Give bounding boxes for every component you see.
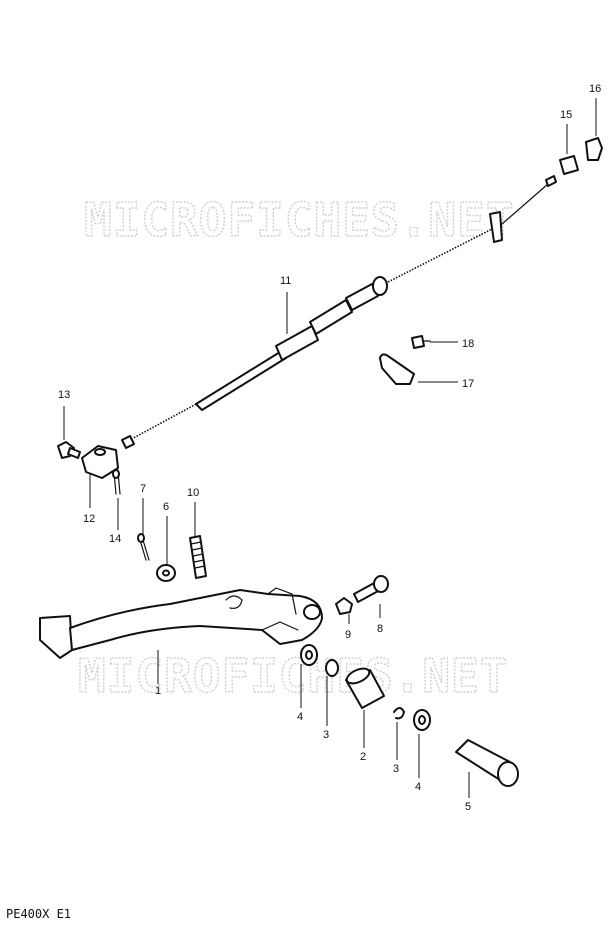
brake-pedal[interactable] bbox=[39, 587, 323, 659]
cable-joint-16[interactable] bbox=[585, 137, 603, 161]
callout-16: 16 bbox=[589, 83, 601, 95]
leader-lines bbox=[63, 98, 597, 798]
callout-4-left: 4 bbox=[297, 711, 303, 723]
brake-cable[interactable] bbox=[121, 175, 557, 449]
diagram-code: PE400X E1 bbox=[6, 907, 71, 921]
callout-7: 7 bbox=[140, 483, 146, 495]
collar-15[interactable] bbox=[559, 155, 579, 175]
callout-8: 8 bbox=[377, 623, 383, 635]
cable-end-block[interactable] bbox=[81, 445, 119, 479]
pivot-shaft-5[interactable] bbox=[455, 739, 519, 787]
washer-4-right[interactable] bbox=[413, 709, 431, 731]
callout-10: 10 bbox=[187, 487, 199, 499]
callouts: 11 13 12 14 7 6 10 1 8 9 4 3 2 3 4 5 15 … bbox=[58, 83, 601, 813]
callout-13: 13 bbox=[58, 389, 70, 401]
callout-14: 14 bbox=[109, 533, 121, 545]
cotter-pin-7[interactable] bbox=[137, 533, 150, 561]
callout-2: 2 bbox=[360, 751, 366, 763]
cotter-pin-14[interactable] bbox=[112, 469, 121, 495]
callout-3-left: 3 bbox=[323, 729, 329, 741]
bolt-8[interactable] bbox=[353, 575, 389, 603]
washer-4-left[interactable] bbox=[300, 644, 318, 666]
callout-4-right: 4 bbox=[415, 781, 421, 793]
callout-6: 6 bbox=[163, 501, 169, 513]
clevis-pin-13[interactable] bbox=[57, 441, 81, 459]
callout-3-right: 3 bbox=[393, 763, 399, 775]
callout-12: 12 bbox=[83, 513, 95, 525]
return-spring-10[interactable] bbox=[189, 535, 207, 579]
nut-9[interactable] bbox=[335, 597, 353, 615]
callout-1: 1 bbox=[155, 685, 161, 697]
bracket-17[interactable] bbox=[379, 353, 415, 385]
callout-18: 18 bbox=[462, 338, 474, 350]
watermark-bottom: MICROFICHES.NET bbox=[78, 649, 508, 703]
bushing-2[interactable] bbox=[345, 666, 385, 709]
callout-15: 15 bbox=[560, 109, 572, 121]
callout-5: 5 bbox=[465, 801, 471, 813]
callout-11: 11 bbox=[280, 275, 291, 287]
watermark-top: MICROFICHES.NET bbox=[84, 193, 514, 247]
callout-9: 9 bbox=[345, 629, 351, 641]
screw-18[interactable] bbox=[411, 335, 431, 349]
ring-3-left[interactable] bbox=[325, 659, 339, 677]
washer-6[interactable] bbox=[156, 564, 176, 582]
ring-3-right[interactable] bbox=[393, 707, 405, 720]
callout-17: 17 bbox=[462, 378, 474, 390]
